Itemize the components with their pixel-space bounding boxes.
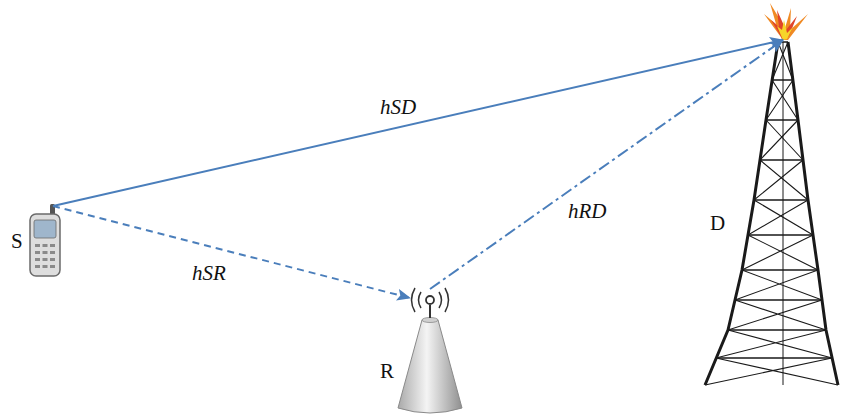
phone-key xyxy=(35,265,40,268)
relay-cap xyxy=(422,318,438,323)
tower-centre-line xyxy=(783,42,784,385)
phone-keypad xyxy=(35,244,55,268)
base-station-tower xyxy=(705,3,838,385)
channel-link xyxy=(53,206,410,298)
relay-cone xyxy=(398,320,462,413)
channel-link xyxy=(430,40,783,289)
tower-bracing xyxy=(705,42,838,385)
destination-node: D xyxy=(700,4,842,395)
phone-body xyxy=(30,214,60,276)
phone-key xyxy=(43,265,48,268)
source-node: S xyxy=(6,204,66,282)
relay-pole xyxy=(429,305,431,318)
channel-label: hRD xyxy=(568,200,607,223)
phone-key xyxy=(43,251,48,254)
channel-label: hSD xyxy=(380,96,416,119)
tower-crossbar xyxy=(716,42,832,358)
relay-node: R xyxy=(376,282,470,416)
phone-key xyxy=(50,244,55,247)
relay-antenna xyxy=(398,288,462,413)
phone-key xyxy=(50,258,55,261)
node-label: S xyxy=(11,230,23,253)
phone-key xyxy=(43,258,48,261)
node-label: R xyxy=(380,360,394,383)
phone-screen xyxy=(34,220,56,238)
spark-inner xyxy=(777,20,793,40)
node-label: D xyxy=(710,212,725,235)
phone-key xyxy=(35,251,40,254)
phone-key xyxy=(43,244,48,247)
phone-key xyxy=(50,251,55,254)
phone-key xyxy=(35,258,40,261)
relay-dipole xyxy=(426,296,434,304)
tower-lattice xyxy=(705,28,838,385)
phone-key xyxy=(50,265,55,268)
signal-spark xyxy=(764,3,808,40)
channel-link xyxy=(53,40,783,206)
radio-waves xyxy=(412,288,449,312)
spark-outer xyxy=(764,3,808,40)
channel-label: hSR xyxy=(192,262,226,285)
phone-icon xyxy=(30,204,60,276)
phone-key xyxy=(35,244,40,247)
spark-middle xyxy=(771,10,797,40)
